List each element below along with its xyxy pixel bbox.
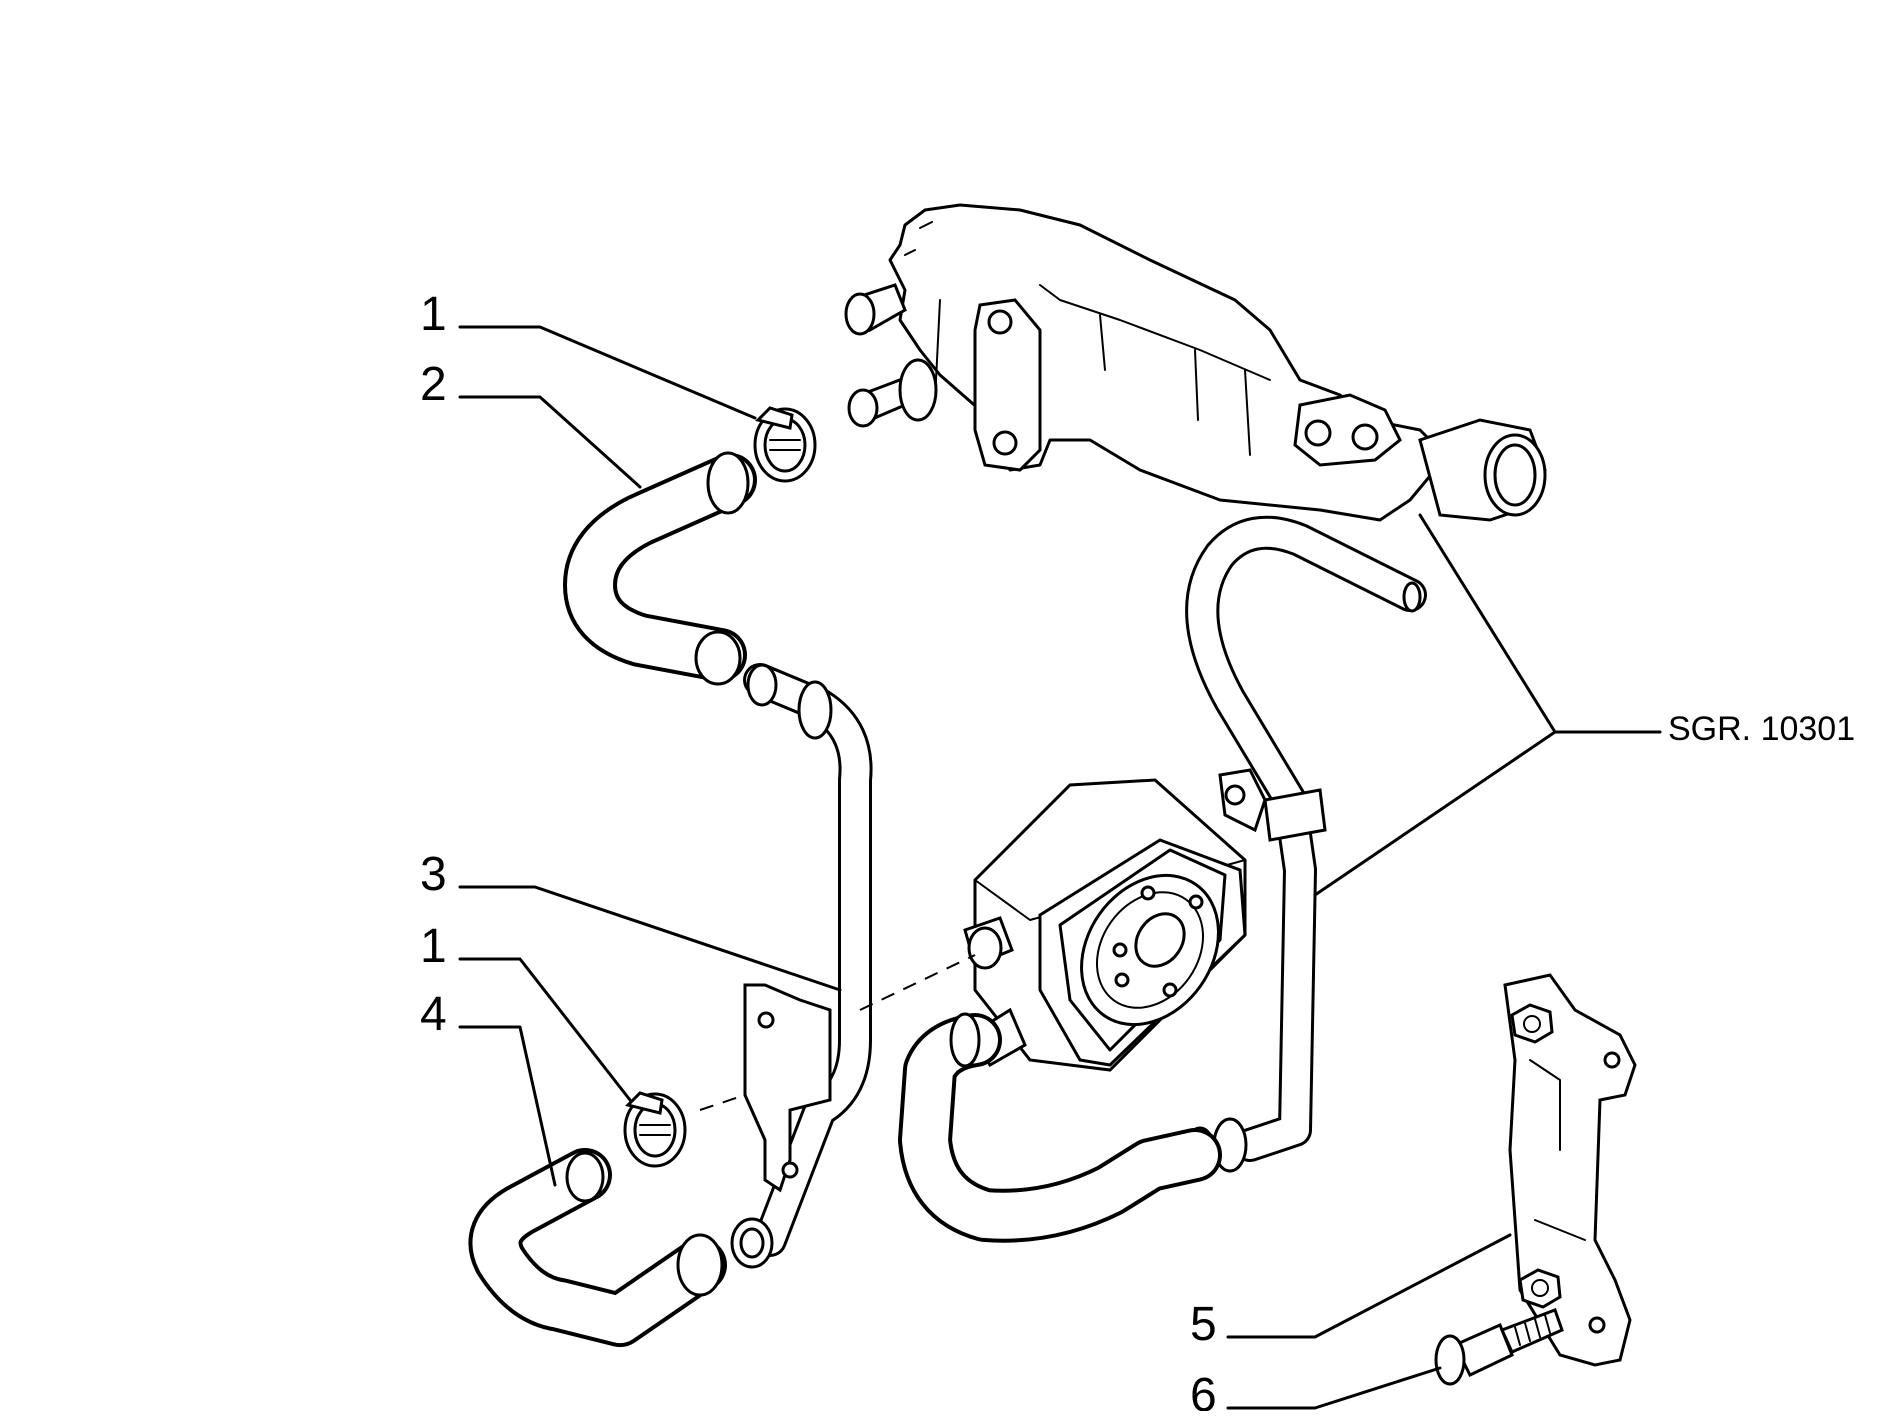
reference-code: SGR. 10301 [1668,710,1855,748]
hose-2 [563,451,757,686]
callout-4: 4 [420,988,447,1041]
assembly-axis-lower [699,1094,746,1111]
return-pipe [1184,515,1427,1174]
oil-cooler [959,778,1247,1072]
cooler-hose [898,1012,1222,1243]
hose-4 [468,1148,727,1347]
bolt-6 [1434,1308,1564,1386]
callout-2: 2 [420,358,447,411]
bracket-5 [1503,973,1637,1367]
assembly-axis-upper [859,954,976,1011]
hose-clamp-lower [623,1091,687,1168]
callout-6: 6 [1190,1369,1217,1411]
callout-1-lower: 1 [420,920,447,973]
hose-clamp-upper [753,406,817,483]
leader-lines [458,325,1662,1410]
metal-pipe-3 [730,663,873,1269]
callout-5: 5 [1190,1298,1217,1351]
callout-3: 3 [420,848,447,901]
callout-1-upper: 1 [420,288,447,341]
water-manifold [844,203,1547,522]
